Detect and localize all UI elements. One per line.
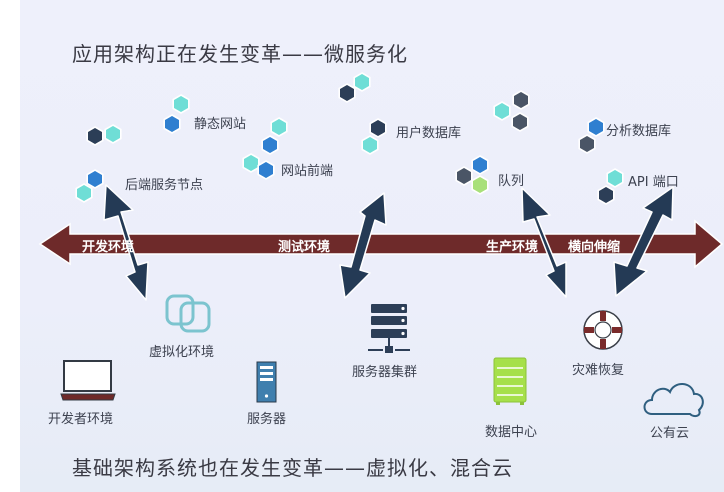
node-label-static-site: 静态网站 (194, 117, 247, 132)
hexagon-cluster-icon (493, 90, 530, 132)
infra-label-virtualization: 虚拟化环境 (149, 345, 215, 360)
lifebuoy-icon (583, 310, 623, 350)
node-label-user-db: 用户数据库 (396, 126, 462, 141)
bottom-title: 基础架构系统也在发生变革——虚拟化、混合云 (72, 456, 513, 480)
virtualization-icon (165, 294, 211, 333)
hexagon-cluster-icon (455, 155, 489, 195)
test-double-arrow (339, 192, 387, 299)
hexagon-cluster-icon (86, 124, 122, 146)
node-label-queue: 队列 (498, 174, 525, 189)
environment-band (38, 219, 724, 269)
infra-label-server-cluster: 服务器集群 (352, 365, 418, 380)
infra-label-public-cloud: 公有云 (650, 426, 690, 441)
stage-label-dev: 开发环境 (82, 240, 135, 255)
node-label-web-frontend: 网站前端 (281, 164, 334, 179)
stage-label-scale: 横向伸缩 (568, 240, 621, 255)
hexagon-cluster-icon (578, 117, 605, 154)
node-label-api-port: API 端口 (628, 175, 679, 190)
laptop-icon (60, 360, 116, 401)
prod-double-arrow (521, 187, 567, 298)
dev-double-arrow (103, 184, 149, 301)
stage-label-test: 测试环境 (278, 240, 331, 255)
infra-label-server: 服务器 (247, 412, 287, 427)
server-cluster-icon (368, 304, 410, 353)
hexagon-cluster-icon (163, 94, 190, 134)
server-tower-icon (256, 361, 277, 403)
datacenter-icon (493, 357, 527, 405)
infra-label-developer: 开发者环境 (48, 412, 114, 427)
hexagon-cluster-icon (75, 169, 104, 203)
infra-label-datacenter: 数据中心 (485, 425, 538, 440)
hexagon-cluster-icon (597, 168, 624, 205)
cloud-icon (643, 383, 704, 418)
node-label-analytics-db: 分析数据库 (606, 124, 672, 139)
top-title: 应用架构正在发生变革——微服务化 (72, 42, 408, 66)
node-label-backend: 后端服务节点 (125, 178, 204, 193)
hexagon-cluster-icon (338, 72, 387, 155)
stage-label-prod: 生产环境 (486, 240, 539, 255)
scale-double-arrow (613, 186, 674, 297)
infra-label-disaster-recovery: 灾难恢复 (572, 363, 625, 378)
